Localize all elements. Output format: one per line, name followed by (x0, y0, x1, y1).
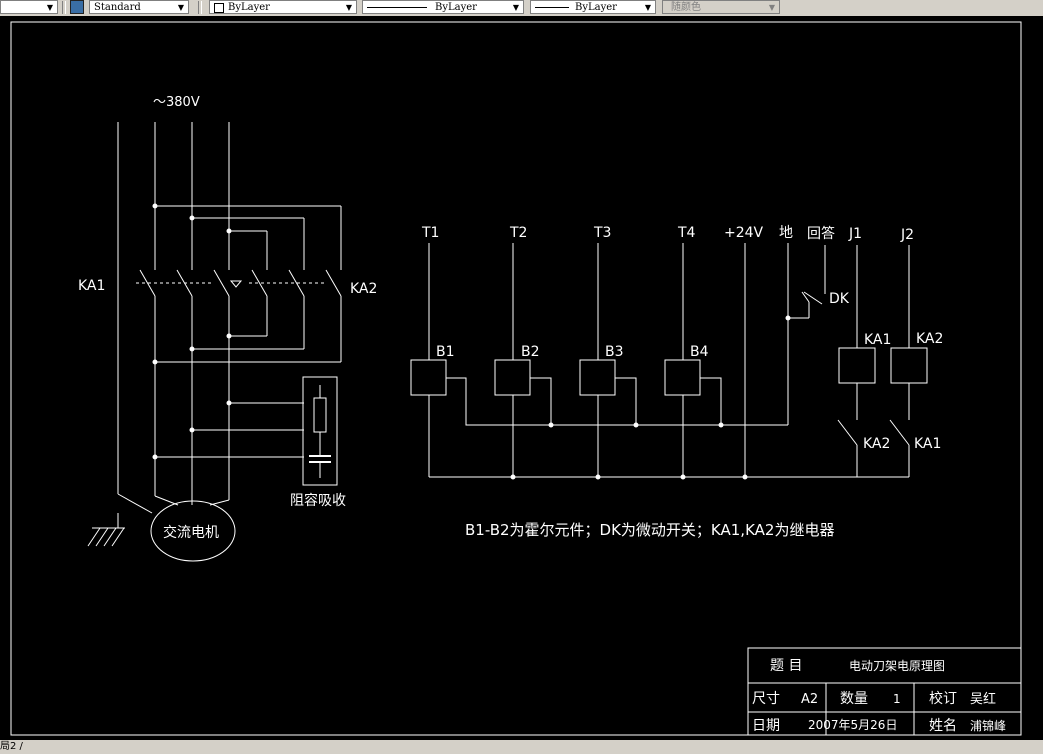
layout-tab-strip: 局2 / (0, 740, 1043, 754)
terminal-answer: 回答 (807, 225, 835, 242)
size-value: A2 (801, 692, 818, 707)
text-style-select[interactable]: Standard ▼ (89, 0, 189, 14)
terminal-j1: J1 (848, 226, 862, 242)
relay-coil-ka2 (890, 347, 928, 384)
sensor-b3-label: B3 (605, 344, 624, 360)
contact-ka2-label: KA2 (863, 436, 890, 452)
hall-sensor-b3 (579, 359, 616, 396)
relay-coil-ka1 (838, 347, 876, 384)
terminal-ground: 地 (779, 225, 793, 241)
resistor-symbol (313, 397, 327, 433)
plot-style-value: 随颜色 (671, 2, 701, 13)
terminal-j2: J2 (900, 227, 914, 243)
terminal-t1: T1 (421, 225, 439, 241)
plot-style-select[interactable]: 随颜色 ▼ (662, 0, 780, 14)
linetype-preview-icon (367, 7, 427, 8)
lineweight-value: ByLayer (575, 2, 617, 13)
linetype-select[interactable]: ByLayer ▼ (362, 0, 524, 14)
chevron-down-icon[interactable]: ▼ (177, 3, 185, 12)
drawing-note: B1-B2为霍尔元件；DK为微动开关；KA1,KA2为继电器 (465, 521, 834, 539)
chevron-down-icon[interactable]: ▼ (46, 3, 54, 12)
schematic-drawing: ～380V KA1 KA2 阻容 (10, 21, 1022, 736)
terminal-t3: T3 (593, 225, 611, 241)
name-value: 浦锦峰 (970, 719, 1006, 733)
sensor-b2-label: B2 (521, 344, 540, 360)
color-select[interactable]: ByLayer ▼ (209, 0, 357, 14)
lineweight-preview-icon (535, 7, 569, 8)
relay-ka1-label: KA1 (78, 278, 105, 294)
previous-combo[interactable]: ▼ (0, 0, 58, 14)
drawing-canvas[interactable]: ～380V KA1 KA2 阻容 (0, 16, 1043, 740)
date-value: 2007年5月26日 (808, 718, 897, 732)
sensor-b4-label: B4 (690, 344, 709, 360)
contact-ka1-label: KA1 (914, 436, 941, 452)
lineweight-select[interactable]: ByLayer ▼ (530, 0, 656, 14)
motor-symbol (150, 500, 236, 562)
size-key: 尺寸 (752, 691, 780, 707)
text-style-icon[interactable] (70, 0, 84, 14)
layout-tab[interactable]: 局2 / (0, 741, 23, 752)
snubber-label: 阻容吸收 (290, 492, 346, 509)
toolbar-separator (62, 1, 66, 14)
relay-ka2-label: KA2 (350, 281, 377, 297)
color-swatch-icon (214, 3, 224, 13)
linetype-value: ByLayer (435, 2, 477, 13)
color-value: ByLayer (228, 2, 270, 13)
terminal-24v: +24V (724, 225, 764, 241)
date-key: 日期 (752, 718, 780, 734)
checker-value: 吴红 (970, 691, 996, 707)
chevron-down-icon[interactable]: ▼ (768, 3, 776, 12)
title-value: 电动刀架电原理图 (849, 659, 945, 673)
hall-sensor-b4 (664, 359, 701, 396)
title-key: 题 目 (770, 658, 802, 674)
sensor-b1-label: B1 (436, 344, 455, 360)
chevron-down-icon[interactable]: ▼ (512, 3, 520, 12)
quantity-value: 1 (893, 692, 901, 706)
coil-ka2-label: KA2 (916, 331, 943, 347)
chevron-down-icon[interactable]: ▼ (644, 3, 652, 12)
supply-label: ～380V (153, 95, 200, 110)
terminal-t2: T2 (509, 225, 527, 241)
motor-label: 交流电机 (163, 524, 219, 541)
checker-key: 校订 (929, 690, 957, 707)
terminal-t4: T4 (677, 225, 696, 241)
title-block (747, 647, 1022, 736)
chevron-down-icon[interactable]: ▼ (345, 3, 353, 12)
hall-sensor-b2 (494, 359, 531, 396)
text-style-value: Standard (94, 2, 141, 13)
properties-toolbar: ▼ Standard ▼ ByLayer ▼ ByLayer ▼ ByLayer… (0, 0, 1043, 17)
hall-sensor-b1 (410, 359, 447, 396)
coil-ka1-label: KA1 (864, 332, 891, 348)
name-key: 姓名 (929, 718, 957, 734)
quantity-key: 数量 (840, 691, 868, 707)
drawing-border (10, 21, 1022, 736)
snubber-box (302, 376, 338, 486)
toolbar-separator (198, 1, 202, 14)
switch-dk-label: DK (829, 291, 850, 307)
